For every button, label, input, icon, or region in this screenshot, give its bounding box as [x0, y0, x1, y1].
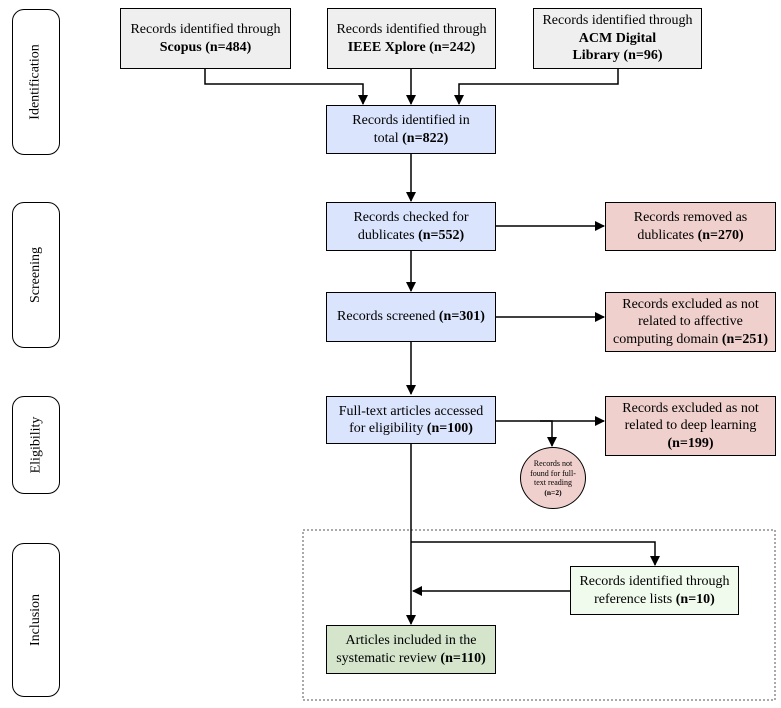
stage-identification-label: Identification — [28, 44, 44, 120]
stage-inclusion-label: Inclusion — [28, 593, 44, 647]
inclusion-region — [302, 529, 776, 701]
arrow-acm-total — [454, 69, 619, 105]
arrow-to-reference — [411, 541, 660, 566]
stage-eligibility-label: Eligibility — [28, 416, 43, 474]
node-screened: Records screened (n=301) — [326, 292, 496, 342]
stage-inclusion: Inclusion — [12, 543, 60, 697]
stage-screening-label: Screening — [28, 247, 44, 303]
stage-screening: Screening — [12, 202, 60, 348]
stage-eligibility: Eligibility — [12, 396, 60, 494]
arrow-fulltext-notfound — [540, 420, 557, 447]
arrow-scopus-total — [204, 69, 368, 105]
stage-identification: Identification — [12, 9, 60, 155]
